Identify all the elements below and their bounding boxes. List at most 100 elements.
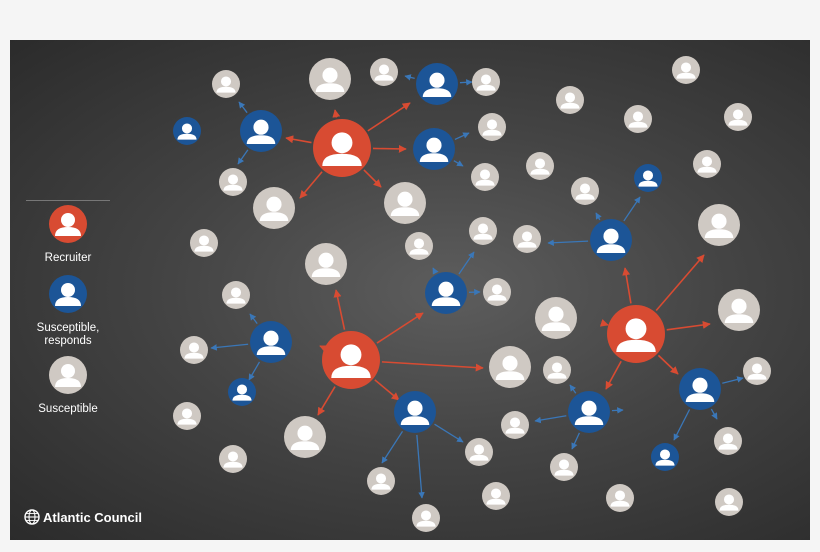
response-arrow-21 xyxy=(459,79,473,86)
recruiter-arrow-3 xyxy=(372,144,407,153)
globe-icon xyxy=(24,509,40,525)
susceptible-node-39 xyxy=(483,278,511,306)
response-arrow-23 xyxy=(453,160,464,167)
response-arrow-42 xyxy=(673,409,691,441)
legend-responds-label: Susceptible, responds xyxy=(36,322,100,347)
susceptible-node-24 xyxy=(624,105,652,133)
legend-susceptible-label: Susceptible xyxy=(38,403,98,415)
legend-divider xyxy=(26,200,110,201)
susceptible-node-41 xyxy=(718,289,760,331)
response-arrow-35 xyxy=(434,423,464,443)
susceptible-node-25 xyxy=(724,103,752,131)
response-arrow-28 xyxy=(623,196,641,222)
brand-name: Atlantic Council xyxy=(43,509,142,525)
legend-susceptible: Susceptible xyxy=(10,356,126,416)
susceptible-node-19 xyxy=(472,68,500,96)
susceptible-node-40 xyxy=(535,297,577,339)
susceptible-node-57 xyxy=(412,504,440,532)
recruiter-arrow-10 xyxy=(374,379,400,401)
response-arrow-20 xyxy=(404,74,415,81)
recruiter-arrow-4 xyxy=(363,169,382,188)
susceptible-node-28 xyxy=(571,177,599,205)
susceptible-node-23 xyxy=(672,56,700,84)
susceptible-node-26 xyxy=(526,152,554,180)
recruiter-arrow-8 xyxy=(319,345,329,353)
susceptible-node-20 xyxy=(478,113,506,141)
susceptible-node-56 xyxy=(715,488,743,516)
recruiter-node-1 xyxy=(322,331,380,389)
responds-node-9 xyxy=(634,164,662,192)
response-arrow-27 xyxy=(595,212,602,221)
recruiter-arrow-5 xyxy=(299,171,323,199)
susceptible-node-53 xyxy=(367,467,395,495)
susceptible-node-17 xyxy=(212,70,240,98)
susceptible-node-38 xyxy=(222,281,250,309)
recruiter-arrow-2 xyxy=(285,135,312,144)
susceptible-node-50 xyxy=(219,445,247,473)
recruiter-node-0 xyxy=(313,119,371,177)
responds-node-15 xyxy=(651,443,679,471)
susceptible-node-34 xyxy=(469,217,497,245)
recruiter-arrow-17 xyxy=(605,360,622,390)
response-arrow-18 xyxy=(238,101,248,114)
susceptible-node-30 xyxy=(253,187,295,229)
susceptible-node-27 xyxy=(693,150,721,178)
responds-node-10 xyxy=(250,321,292,363)
response-arrow-22 xyxy=(454,132,470,141)
susceptible-node-43 xyxy=(489,346,531,388)
response-arrow-32 xyxy=(248,361,261,381)
brand-logo: Atlantic Council xyxy=(24,509,142,525)
susceptible-node-16 xyxy=(309,58,351,100)
susceptible-node-22 xyxy=(556,86,584,114)
susceptible-node-31 xyxy=(384,182,426,224)
recruiter-arrow-1 xyxy=(332,109,341,118)
susceptible-node-54 xyxy=(482,482,510,510)
response-arrow-24 xyxy=(432,267,439,275)
legend-responds: Susceptible, responds xyxy=(10,275,126,348)
susceptible-node-48 xyxy=(501,411,529,439)
network-diagram xyxy=(173,56,771,532)
susceptible-node-18 xyxy=(370,58,398,86)
recruiter-arrow-6 xyxy=(333,289,346,330)
responds-node-5 xyxy=(413,128,455,170)
susceptible-node-47 xyxy=(284,416,326,458)
susceptible-node-52 xyxy=(714,427,742,455)
response-arrow-33 xyxy=(381,430,404,464)
response-arrow-25 xyxy=(458,251,475,275)
responds-icon xyxy=(49,275,87,313)
response-arrow-39 xyxy=(611,407,624,414)
response-arrow-31 xyxy=(210,343,249,351)
susceptible-node-29 xyxy=(219,168,247,196)
response-arrow-37 xyxy=(534,415,567,424)
response-arrow-40 xyxy=(722,376,744,384)
susceptible-node-55 xyxy=(606,484,634,512)
legend-recruiter-label: Recruiter xyxy=(44,252,92,264)
susceptible-node-37 xyxy=(305,243,347,285)
response-arrow-36 xyxy=(569,384,577,394)
susceptible-node-21 xyxy=(471,163,499,191)
response-arrow-29 xyxy=(547,239,589,246)
recruiter-arrow-13 xyxy=(655,254,705,312)
network-panel: Recruiter Susceptible, responds Suscepti… xyxy=(10,40,810,540)
susceptible-node-49 xyxy=(465,438,493,466)
legend-recruiter: Recruiter xyxy=(10,205,126,265)
susceptible-node-32 xyxy=(190,229,218,257)
recruiter-arrow-11 xyxy=(317,386,336,416)
recruiter-arrow-14 xyxy=(666,321,711,331)
susceptible-node-35 xyxy=(513,225,541,253)
susceptible-node-42 xyxy=(180,336,208,364)
responds-node-12 xyxy=(394,391,436,433)
responds-node-14 xyxy=(679,368,721,410)
recruiter-arrow-0 xyxy=(367,102,411,132)
recruiter-arrow-16 xyxy=(657,354,679,375)
responds-node-3 xyxy=(240,110,282,152)
response-arrow-41 xyxy=(710,408,718,420)
responds-node-4 xyxy=(416,63,458,105)
response-arrow-34 xyxy=(416,434,425,499)
responds-node-6 xyxy=(173,117,201,145)
response-arrow-19 xyxy=(237,149,249,165)
legend: Recruiter Susceptible, responds Suscepti… xyxy=(10,40,140,540)
susceptible-node-51 xyxy=(550,453,578,481)
susceptible-node-36 xyxy=(698,204,740,246)
responds-node-11 xyxy=(228,378,256,406)
